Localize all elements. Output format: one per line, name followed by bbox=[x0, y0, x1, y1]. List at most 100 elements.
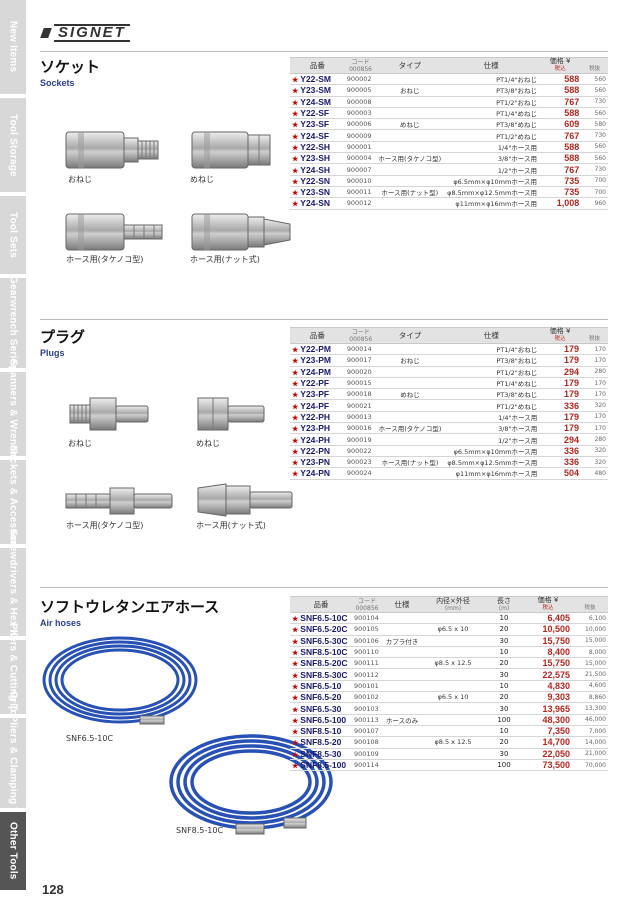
spec-detail: φ8.5mm×φ12.5mmホース用 bbox=[443, 186, 539, 199]
price-tax-excl: 700 bbox=[581, 175, 608, 187]
spec-type bbox=[382, 691, 422, 704]
product-code: 900010 bbox=[344, 175, 377, 187]
part-number: ★SNF8.5-20 bbox=[290, 736, 352, 749]
price-tax-excl: 170 bbox=[581, 354, 608, 367]
col-price: 価格 ¥税込 bbox=[524, 596, 572, 613]
star-icon: ★ bbox=[292, 672, 299, 680]
price-tax-incl: 73,500 bbox=[524, 759, 572, 772]
price-tax-incl: 336 bbox=[539, 445, 582, 457]
col-spec: 仕様 bbox=[443, 57, 539, 74]
col-part-number: 品番 bbox=[290, 57, 345, 74]
col-spec: 仕様 bbox=[443, 327, 540, 344]
product-code: 900004 bbox=[344, 152, 377, 165]
spec-detail: PT1/2"おねじ bbox=[443, 366, 540, 378]
price-tax-incl: 588 bbox=[539, 84, 582, 97]
price-tax-excl: 21,500 bbox=[572, 668, 608, 681]
spec-type bbox=[376, 129, 444, 142]
spec-type bbox=[382, 623, 422, 636]
price-tax-excl: 4,600 bbox=[572, 680, 608, 693]
product-code: 900101 bbox=[352, 680, 382, 693]
sidebar-tab-screwdrivers[interactable]: Screwdrivers & Hex Keys bbox=[0, 529, 26, 655]
sidebar-tab-tool-storage[interactable]: Tool Storage bbox=[0, 98, 26, 194]
hose-coil-6-5-image bbox=[42, 636, 198, 725]
price-tax-incl: 294 bbox=[539, 433, 582, 446]
price-tax-excl: 7,000 bbox=[572, 725, 608, 738]
spec-type bbox=[376, 163, 444, 176]
price-tax-excl: 46,000 bbox=[572, 714, 608, 726]
part-number: ★Y24-SM bbox=[290, 96, 345, 108]
star-icon: ★ bbox=[292, 156, 299, 164]
price-tax-incl: 179 bbox=[539, 343, 582, 356]
product-code: 900109 bbox=[352, 748, 382, 760]
socket-hose-barb-image bbox=[65, 213, 163, 251]
sidebar-tab-sockets[interactable]: Sockets & Accessories bbox=[0, 445, 26, 559]
star-icon: ★ bbox=[292, 763, 299, 770]
part-number: ★Y23-SN bbox=[290, 186, 345, 199]
diameter bbox=[422, 680, 484, 693]
product-code: 900002 bbox=[344, 73, 377, 86]
sidebar-tab-pliers[interactable]: Pliers & Cutting Tools bbox=[0, 623, 26, 731]
spec-detail: φ8.5mm×φ12.5mmホース用 bbox=[443, 456, 540, 469]
spec-detail: 3/8"ホース用 bbox=[443, 422, 540, 435]
star-icon: ★ bbox=[292, 133, 299, 141]
product-code: 900012 bbox=[344, 197, 377, 210]
signet-logo: SIGNET bbox=[40, 24, 146, 42]
price-tax-incl: 336 bbox=[539, 456, 582, 469]
product-code: 900113 bbox=[352, 714, 382, 726]
sidebar-tab-tool-sets[interactable]: Tool Sets bbox=[0, 196, 26, 276]
sidebar-tab-grip-pliers[interactable]: Grip Pliers & Clamping Tools bbox=[0, 691, 26, 835]
product-code: 900105 bbox=[352, 623, 382, 636]
sidebar-tab-other-tools[interactable]: Other Tools bbox=[0, 812, 26, 892]
spec-detail: 1/2"ホース用 bbox=[443, 163, 539, 176]
part-number: ★SNF6.5-20 bbox=[290, 691, 352, 704]
part-number: ★Y24-SF bbox=[290, 129, 345, 142]
product-code: 900102 bbox=[352, 691, 382, 704]
product-code: 900020 bbox=[344, 366, 377, 378]
spec-detail: 1/2"ホース用 bbox=[443, 433, 540, 446]
product-code: 900110 bbox=[352, 646, 382, 659]
sidebar-tab-new-items[interactable]: New Items bbox=[0, 0, 26, 96]
caption-male-thread: おねじ bbox=[68, 175, 92, 184]
spec-type bbox=[382, 612, 422, 625]
star-icon: ★ bbox=[292, 460, 299, 468]
sidebar-tab-gearwrench[interactable]: Gearwrench Series bbox=[0, 276, 26, 370]
spec-type bbox=[376, 141, 444, 154]
price-tax-incl: 15,750 bbox=[524, 657, 572, 670]
logo-mark-icon bbox=[40, 28, 52, 38]
star-icon: ★ bbox=[292, 751, 299, 759]
part-number: ★Y22-SF bbox=[290, 107, 345, 120]
part-number: ★SNF6.5-20C bbox=[290, 623, 352, 636]
price-tax-excl: 560 bbox=[581, 73, 608, 86]
star-icon: ★ bbox=[292, 616, 299, 624]
price-tax-excl: 560 bbox=[581, 84, 608, 97]
price-tax-excl: 580 bbox=[581, 118, 608, 131]
price-tax-incl: 767 bbox=[539, 96, 582, 108]
spec-type bbox=[376, 377, 444, 390]
star-icon: ★ bbox=[292, 426, 299, 434]
star-icon: ★ bbox=[292, 369, 299, 377]
plugs-heading: プラグ Plugs bbox=[40, 328, 86, 358]
star-icon: ★ bbox=[292, 706, 299, 714]
product-code: 900021 bbox=[344, 399, 377, 412]
length: 30 bbox=[484, 702, 524, 715]
col-price-ex: 税抜 bbox=[581, 57, 608, 74]
spec-type bbox=[382, 680, 422, 693]
spec-type bbox=[376, 467, 444, 480]
star-icon: ★ bbox=[292, 717, 299, 725]
spec-detail: PT1/2"めねじ bbox=[443, 399, 540, 412]
sidebar-tab-spanners[interactable]: Spanners & Wrenches bbox=[0, 359, 26, 469]
